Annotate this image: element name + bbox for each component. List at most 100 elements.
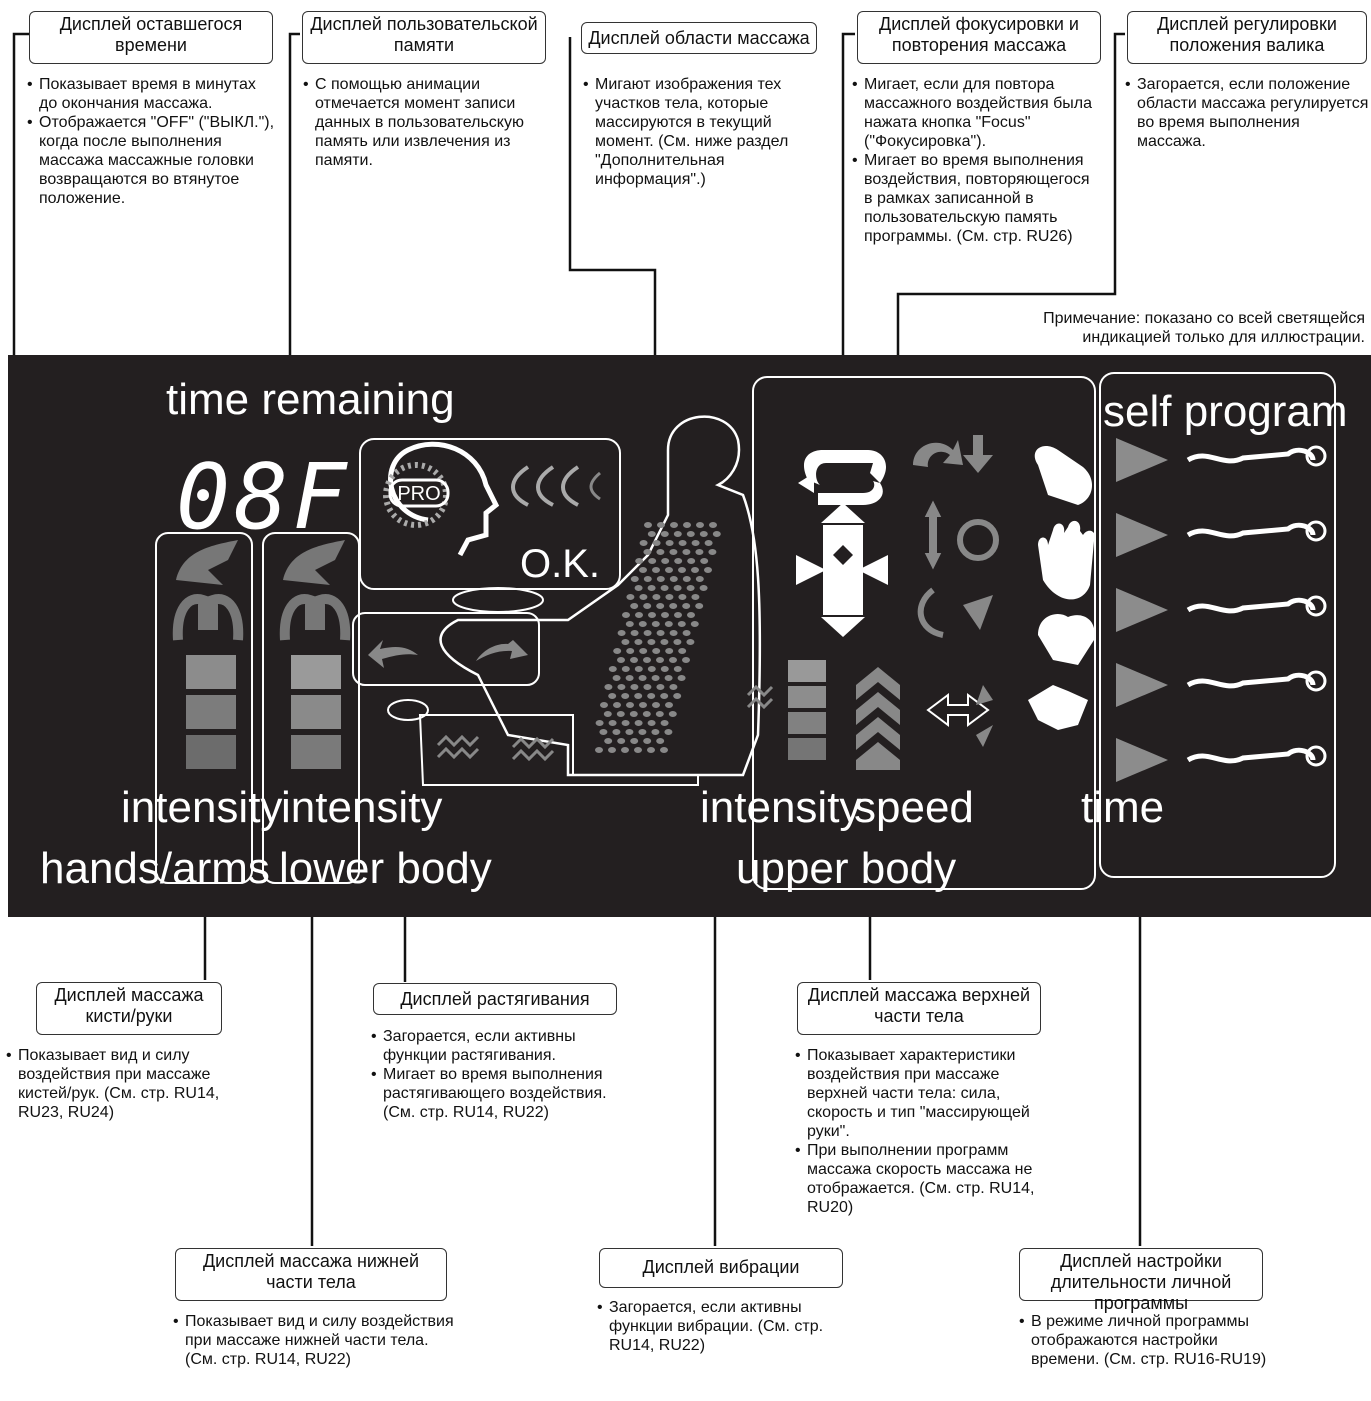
massage-dot [652,648,661,654]
massage-dot [708,549,717,555]
massage-dot [682,576,691,582]
focus-repeat-icon [796,450,888,637]
massage-dot [651,621,660,627]
massage-dot [682,603,691,609]
massage-dot [617,630,626,636]
hands-level-bar [186,695,236,729]
massage-dot [647,720,656,726]
callout-stretch-desc: Загорается, если активны функции растяги… [371,1027,621,1122]
massage-dot [634,639,643,645]
massage-dot [670,522,678,528]
massage-dot [691,594,700,600]
bullet: С помощью анимации отмечается момент зап… [303,75,543,170]
massage-dot [660,720,669,726]
hands-level-bar [186,735,236,769]
massage-dot [625,621,634,627]
massage-dot [635,612,643,618]
massage-dot [696,522,704,528]
massage-dot [656,738,665,744]
massage-dot [704,540,713,546]
massage-dot [613,648,622,654]
callout-focus-repeat-title: Дисплей фокусировки и повторения массажа [857,11,1101,64]
massage-dot [647,693,656,699]
body-figure-icon [1186,522,1316,539]
massage-dot [626,648,635,654]
body-figure-icon [1186,672,1316,689]
massage-dot [621,639,630,645]
lcd-graphics: PRO O.K. [155,372,1336,890]
massage-dot [673,531,682,537]
massage-dot [639,540,648,546]
massage-dot [673,666,682,672]
massage-dot [621,747,629,753]
hands-region-outline [155,532,253,884]
callout-lower-body-desc: Показывает вид и силу воздействия при ма… [173,1312,463,1369]
body-figure-icon [1186,447,1316,464]
massage-dot [638,729,647,735]
massage-dot [634,693,643,699]
massage-dot [630,657,638,663]
massage-dot [664,729,673,735]
lcd-display-panel: PRO O.K. [8,355,1371,917]
massage-dot [608,720,617,726]
massage-dot [617,657,625,663]
massage-dot [642,711,651,717]
massage-dot [651,675,660,681]
technique-icons [913,435,999,747]
massage-dot [643,549,652,555]
massage-dot [673,693,682,699]
upper-region-outline [752,376,1096,890]
massage-dot [599,729,608,735]
massage-dot [661,612,669,618]
massage-dot [686,585,695,591]
massage-dot [608,693,617,699]
bullet: В режиме личной программы отображаются н… [1019,1312,1269,1369]
massage-dot [686,639,695,645]
massage-dot [699,531,708,537]
callout-lower-body-title: Дисплей массажа нижней части тела [175,1248,447,1301]
massage-area-body-icon [387,415,762,777]
massage-dot [635,558,644,564]
stretch-arrows-icon [368,640,528,668]
massage-dot [669,657,677,663]
massage-dot [709,522,717,528]
bullet: При выполнении программ массажа скорость… [795,1141,1045,1217]
callout-self-program-time-desc: В режиме личной программы отображаются н… [1019,1312,1269,1369]
upper-body-label: upper body [736,844,957,893]
massage-dot [625,675,634,681]
massage-dot [678,540,687,546]
massage-dot [647,747,655,753]
massage-dot [648,558,657,564]
massage-dot [660,585,669,591]
massage-dot [678,648,687,654]
callout-upper-body-title: Дисплей массажа верхней части тела [797,982,1041,1035]
massage-dot [616,711,625,717]
massage-dot [600,702,608,708]
lower-body-label: lower body [279,844,492,893]
callout-roller-position-title: Дисплей регулировки положения валика [1127,11,1367,64]
massage-dot [630,576,639,582]
bullet: Мигают изображения тех участков тела, ко… [583,75,813,189]
massage-dot [643,576,652,582]
massage-dot [678,567,686,573]
massage-dot [652,540,661,546]
massage-dot [682,657,690,663]
callout-time-remaining-desc: Показывает время в минутах до окончания … [27,75,277,208]
body-figure-icon [1186,747,1316,764]
massage-dot [699,585,708,591]
massage-dot [651,729,660,735]
massage-dot [630,738,639,744]
head-icon [1305,745,1327,767]
massage-dot [652,702,660,708]
massage-dot [652,567,660,573]
callout-hands-arms-title: Дисплей массажа кисти/руки [36,982,222,1035]
massage-dot [669,684,678,690]
massage-dot [690,621,699,627]
massage-dot [638,621,647,627]
massage-dot [613,702,621,708]
massage-dot [603,711,612,717]
intensity-lower-label: intensity [281,783,443,832]
lower-level-bar [291,655,341,689]
massage-dot [674,558,683,564]
massage-dot [657,522,665,528]
